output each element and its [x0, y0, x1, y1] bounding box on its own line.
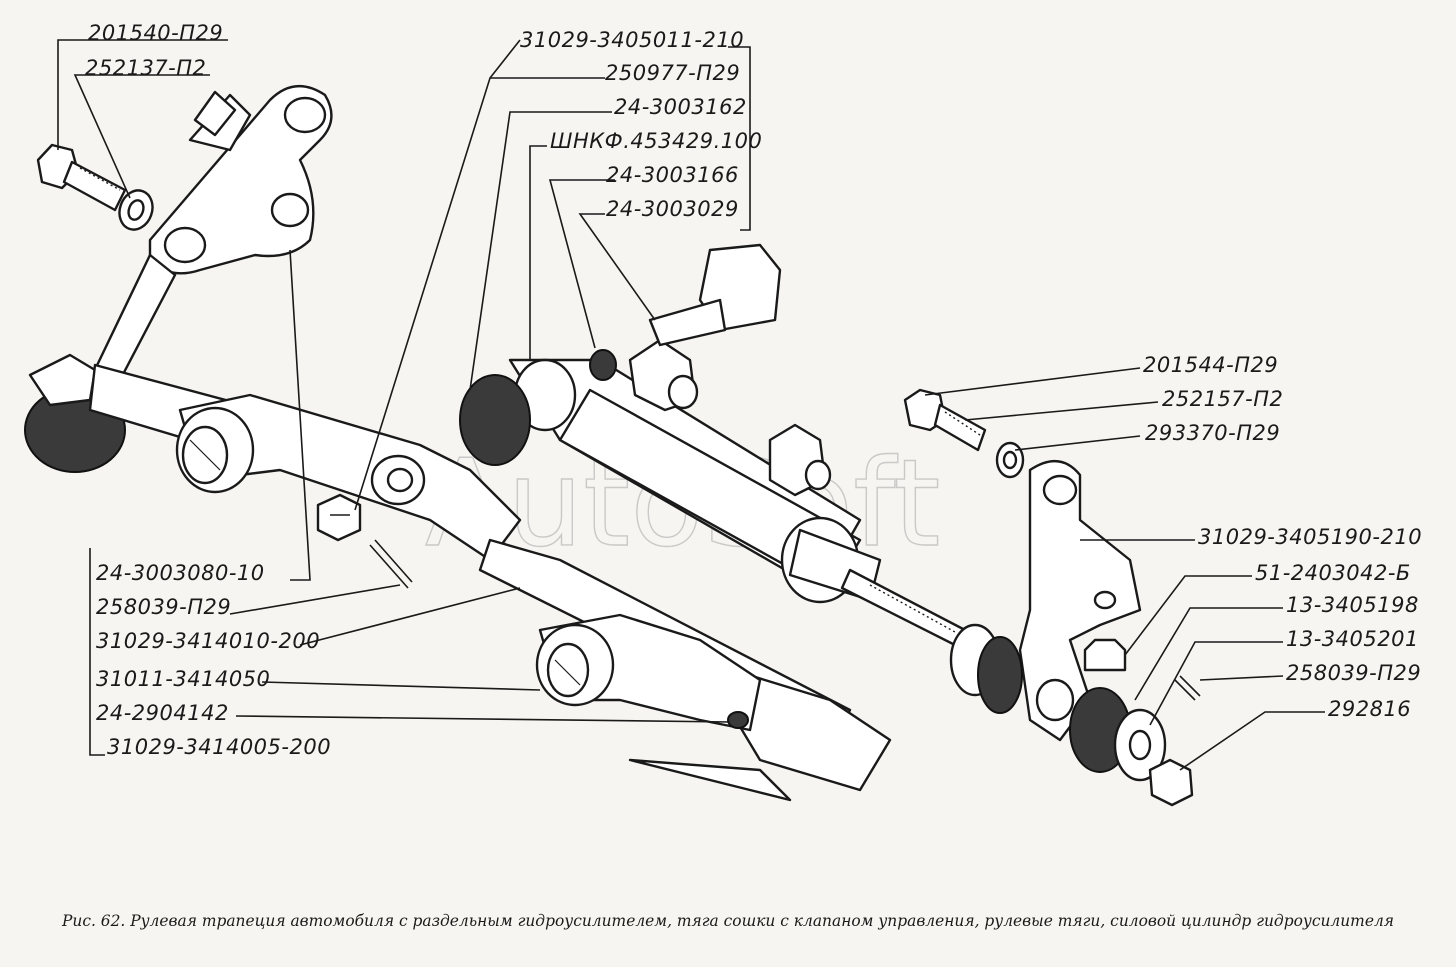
label-293370-p29: 293370-П29 — [1145, 421, 1280, 445]
label-201544-p29: 201544-П29 — [1143, 353, 1278, 377]
label-13-3405198: 13-3405198 — [1286, 593, 1419, 617]
bushing-right — [1069, 687, 1167, 782]
washer-293370 — [995, 441, 1025, 479]
label-31029-3405011-210: 31029-3405011-210 — [520, 28, 744, 52]
label-31011-3414050: 31011-3414050 — [96, 667, 270, 691]
castle-nut-left — [316, 493, 362, 542]
label-31029-3405190-210: 31029-3405190-210 — [1198, 525, 1422, 549]
label-201540-p29: 201540-П29 — [88, 21, 223, 45]
label-24-3003029: 24-3003029 — [606, 197, 739, 221]
figure-caption: Рис. 62. Рулевая трапеция автомобиля с р… — [61, 911, 1394, 930]
label-252157-p2: 252157-П2 — [1162, 387, 1283, 411]
label-31029-3414010-200: 31029-3414010-200 — [96, 629, 320, 653]
cylinder-fitting — [768, 423, 832, 497]
castle-nut-right — [1148, 758, 1194, 807]
hydraulic-fitting — [589, 243, 782, 412]
lower-tie-rod-end — [535, 613, 762, 732]
leader-lines — [57, 39, 1325, 771]
label-258039-p29-right: 258039-П29 — [1286, 661, 1421, 685]
label-24-2904142: 24-2904142 — [96, 701, 229, 725]
part-labels: 201540-П29 252137-П2 31029-3405011-210 2… — [85, 21, 1422, 759]
label-13-3405201: 13-3405201 — [1286, 627, 1419, 651]
washer-252137 — [118, 189, 154, 231]
bolt-201540 — [36, 143, 127, 212]
bolt-201544 — [903, 388, 987, 452]
label-24-3003162: 24-3003162 — [614, 95, 747, 119]
label-252137-p2: 252137-П2 — [85, 56, 206, 80]
bushing-cap — [1083, 638, 1127, 672]
cylinder-rod — [840, 568, 967, 647]
right-bracket — [1018, 460, 1142, 742]
label-31029-3414005-200: 31029-3414005-200 — [107, 735, 331, 759]
drag-link — [175, 393, 522, 562]
cotter-pin-right — [1174, 675, 1201, 701]
parts-drawing — [24, 84, 1201, 807]
label-51-2403042-b: 51-2403042-Б — [1255, 561, 1411, 585]
label-24-3003080-10: 24-3003080-10 — [96, 561, 265, 585]
pitman-arm-bracket — [88, 84, 333, 382]
label-258039-p29-left: 258039-П29 — [96, 595, 231, 619]
label-250977-p29: 250977-П29 — [605, 61, 740, 85]
label-24-3003166: 24-3003166 — [606, 163, 739, 187]
label-shnkf-453429-100: ШНКФ.453429.100 — [550, 129, 762, 153]
cotter-pin-left — [369, 539, 413, 589]
bushing-left — [949, 623, 1023, 714]
label-292816: 292816 — [1328, 697, 1411, 721]
